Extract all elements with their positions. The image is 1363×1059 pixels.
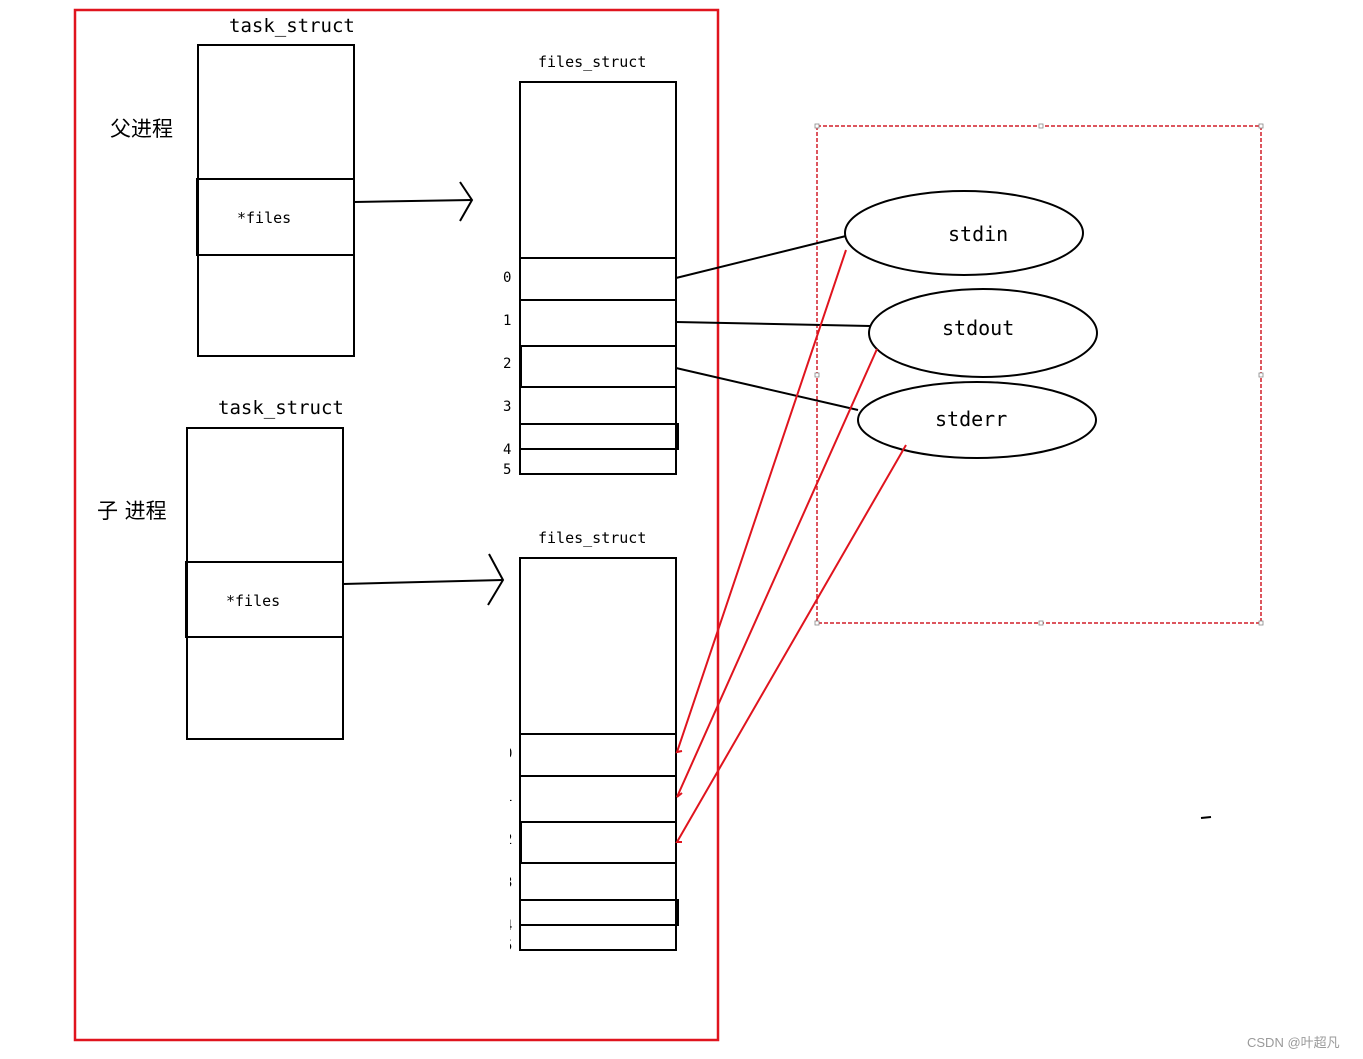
child-task-struct-title: task_struct [218,397,344,419]
child-fd2-to-stderr [675,444,907,843]
parent-files-pointer-arrow [353,181,474,222]
child-process-label: 子 进程 [97,499,167,523]
streams-selection-box [814,123,1264,626]
parent-fd-label: 1 [503,313,511,329]
child-fd-label: 0 [504,746,512,762]
child-stream-connectors [675,249,907,843]
watermark: CSDN @叶超凡 [1247,1035,1340,1050]
child-files-field: *files [226,592,280,610]
stray-mark [1200,816,1212,819]
child-fd0-to-stdin [675,249,847,754]
parent-fd-label: 0 [503,270,511,286]
parent-fd-labels: 0 1 2 3 4 5 [503,270,511,478]
parent-fd-label: 2 [503,356,511,372]
child-fd1-to-stdout [676,348,878,798]
child-fd-label: 4 [504,918,512,934]
parent-files-field: *files [237,209,291,227]
child-fd-labels: 0 1 2 3 4 5 [504,746,512,954]
parent-files-struct-title: files_struct [538,53,646,71]
stderr-label: stderr [935,407,1007,431]
parent-fd2-to-stderr [675,367,859,411]
child-fd-label: 5 [504,938,512,954]
parent-process-label: 父进程 [110,117,173,141]
process-frame [73,8,720,1042]
child-files-struct-title: files_struct [538,529,646,547]
child-files-pointer-arrow [342,553,505,606]
stdin-ellipse [844,190,1084,276]
child-files-struct-box [519,557,679,951]
parent-fd-label: 4 [503,442,511,458]
stdin-label: stdin [948,222,1008,246]
parent-files-struct-box [519,81,679,475]
stderr-ellipse [857,381,1097,459]
parent-fd1-to-stdout [675,321,871,327]
child-fd-label: 2 [504,832,512,848]
parent-task-struct-title: task_struct [229,15,355,37]
child-fd-label: 1 [504,789,512,805]
child-fd-label: 3 [504,875,512,891]
parent-fd-label: 3 [503,399,511,415]
stdout-label: stdout [942,316,1014,340]
child-task-struct-box [185,427,344,740]
parent-fd-label: 5 [503,462,511,478]
parent-stream-connectors [675,235,871,411]
stdout-ellipse [868,288,1098,378]
parent-fd0-to-stdin [675,235,847,279]
parent-task-struct-box [196,44,355,357]
